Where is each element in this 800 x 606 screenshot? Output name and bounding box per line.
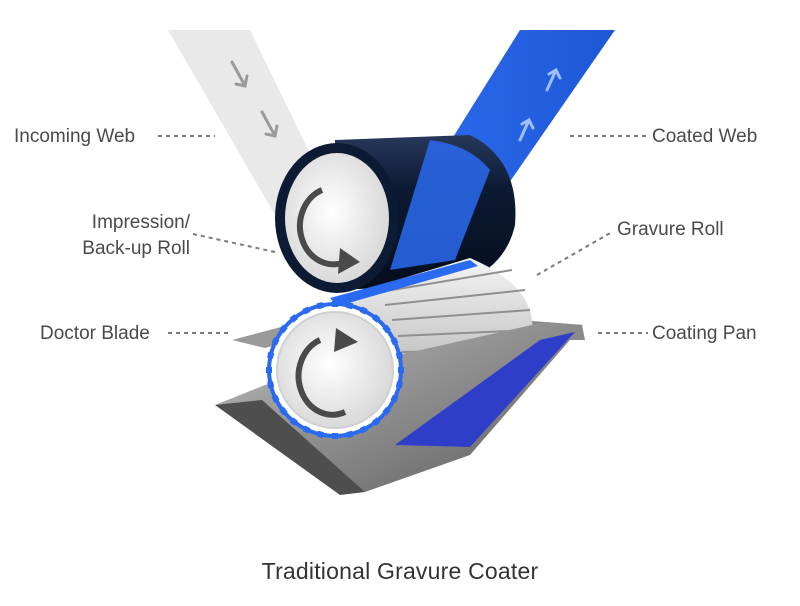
label-impression-roll-line2: Back-up Roll — [82, 238, 190, 259]
coating-pan-lip — [215, 400, 365, 495]
gravure-tooth — [382, 406, 391, 416]
gravure-tooth — [302, 306, 311, 315]
diagram-title: Traditional Gravure Coater — [261, 558, 539, 584]
gravure-tooth — [346, 430, 354, 438]
gravure-tooth — [271, 337, 280, 346]
gravure-tooth — [271, 394, 280, 403]
web-wrap — [390, 140, 490, 270]
gravure-tooth — [289, 314, 299, 323]
gravure-tooth — [316, 302, 324, 310]
gravure-roll-face — [276, 311, 394, 429]
gravure-tooth — [302, 425, 311, 434]
gravure-tooth — [332, 301, 338, 307]
gravure-tooth — [359, 306, 368, 315]
label-impression-roll-line1: Impression/ — [91, 212, 190, 233]
gravure-tooth — [390, 394, 399, 403]
gravure-tooth — [398, 367, 404, 373]
gravure-tooth — [390, 337, 399, 346]
gravure-tooth — [346, 302, 354, 310]
gravure-tooth — [371, 417, 381, 426]
gravure-tooth — [266, 367, 272, 373]
gravure-tooth — [395, 351, 403, 359]
label-gravure-roll: Gravure Roll — [617, 219, 724, 240]
arrow-down-right-icon — [230, 60, 279, 138]
label-doctor-blade: Doctor Blade — [40, 323, 150, 344]
clockwise-arrow-icon — [295, 328, 358, 418]
pan-coating-liquid — [395, 332, 575, 447]
gravure-tooth — [289, 417, 299, 426]
gravure-tooth — [279, 324, 288, 334]
label-coating-pan: Coating Pan — [652, 323, 757, 344]
gravure-tooth — [279, 406, 288, 416]
label-coated-web: Coated Web — [652, 126, 758, 147]
leader-lines — [158, 135, 648, 334]
coating-film — [330, 260, 478, 306]
gravure-tooth — [382, 324, 391, 334]
gravure-tooth — [395, 381, 403, 389]
clockwise-arrow-icon — [296, 187, 360, 274]
gravure-tooth — [332, 433, 338, 439]
label-incoming-web: Incoming Web — [14, 126, 136, 147]
gravure-tooth — [267, 381, 275, 389]
gravure-tooth — [371, 314, 381, 323]
gravure-tooth — [316, 430, 324, 438]
gravure-tooth — [359, 425, 368, 434]
gravure-tooth — [267, 351, 275, 359]
